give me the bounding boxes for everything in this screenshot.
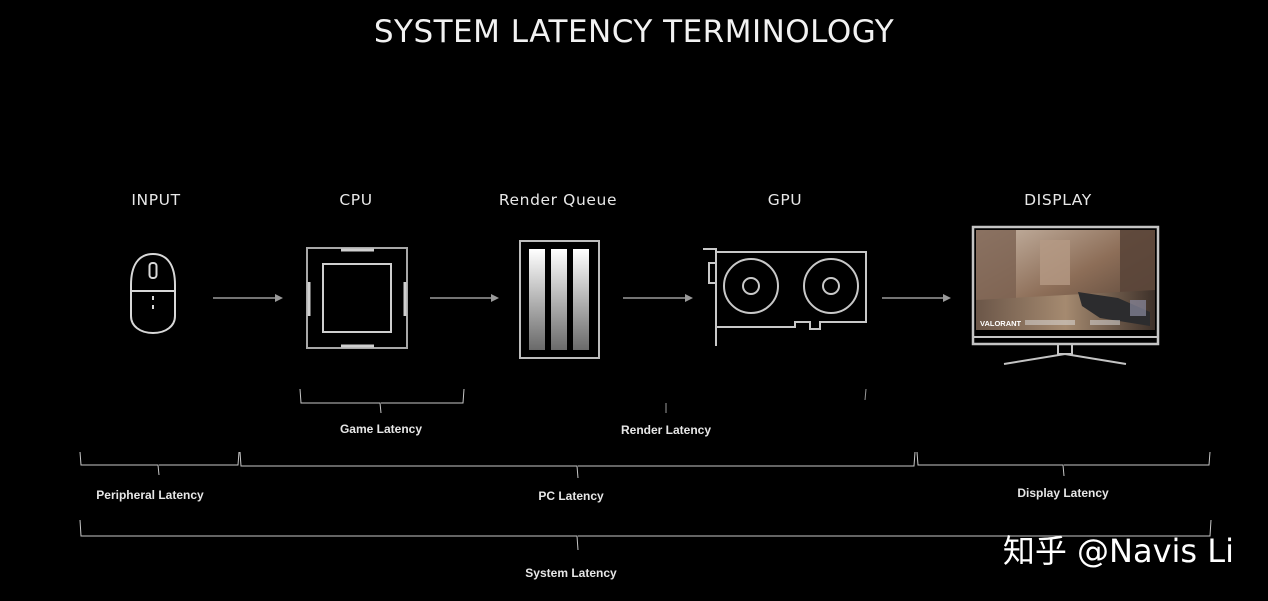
bracket-pc-latency (239, 451, 916, 479)
label-system-latency: System Latency (525, 566, 617, 580)
arrow-queue-gpu (623, 294, 693, 302)
monitor-icon: VALORANT (971, 225, 1160, 365)
stage-label-display: DISPLAY (1024, 191, 1092, 209)
bracket-render-latency (665, 388, 867, 413)
diagram-title: SYSTEM LATENCY TERMINOLOGY (373, 14, 895, 50)
screen-logo: VALORANT (980, 319, 1022, 328)
bracket-system-latency (79, 519, 1212, 551)
arrow-input-cpu (213, 294, 283, 302)
arrow-gpu-display (882, 294, 951, 302)
render-queue-icon (519, 240, 600, 359)
arrow-cpu-queue (430, 294, 499, 302)
stage-label-input: INPUT (131, 191, 181, 209)
graphics-card-icon (703, 248, 867, 346)
flow-arrows (213, 294, 951, 302)
stage-label-gpu: GPU (767, 191, 803, 209)
bracket-display-latency (916, 451, 1211, 477)
label-game-latency: Game Latency (339, 422, 423, 436)
game-screenshot: VALORANT (976, 230, 1155, 330)
label-display-latency: Display Latency (1017, 486, 1109, 500)
bracket-peripheral-latency (79, 451, 240, 476)
bracket-game-latency (299, 388, 465, 414)
cpu-chip-icon (306, 247, 408, 349)
latency-brackets (79, 388, 1212, 551)
label-render-latency: Render Latency (620, 423, 712, 437)
watermark: 知乎 @Navis Li (1002, 532, 1234, 570)
label-peripheral-latency: Peripheral Latency (96, 488, 204, 502)
stage-label-cpu: CPU (339, 191, 373, 209)
mouse-icon (130, 252, 176, 335)
stage-label-render-queue: Render Queue (498, 191, 618, 209)
label-pc-latency: PC Latency (538, 489, 604, 503)
